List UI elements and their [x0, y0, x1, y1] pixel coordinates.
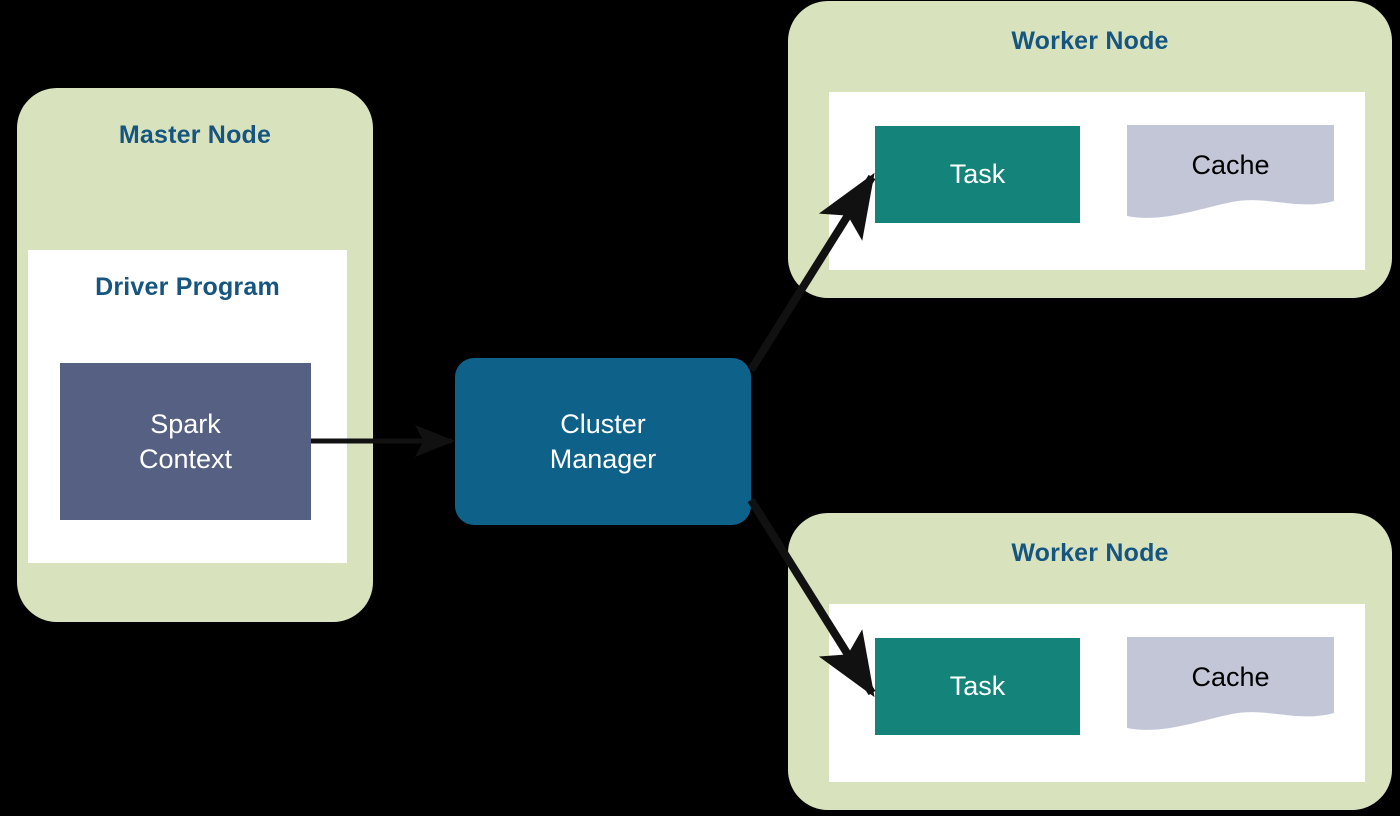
- cluster-manager-label: Cluster Manager: [550, 407, 657, 475]
- worker-node-2-cache-label: Cache: [1191, 662, 1270, 692]
- spark-context-label: Spark Context: [139, 407, 232, 475]
- worker-node-2-task-box[interactable]: Task: [875, 638, 1080, 735]
- worker-node-1-panel[interactable]: Task Cache: [829, 92, 1365, 270]
- worker-node-1-heading: Worker Node: [1011, 27, 1169, 55]
- cluster-manager-box[interactable]: Cluster Manager: [455, 358, 751, 525]
- worker-node-1-task-box[interactable]: Task: [875, 126, 1080, 223]
- worker-node-2-heading: Worker Node: [1011, 539, 1169, 567]
- cache-document-icon: [1127, 125, 1334, 218]
- driver-program-heading: Driver Program: [95, 273, 280, 301]
- worker-node-2-task-label: Task: [949, 671, 1006, 702]
- master-node-heading: Master Node: [118, 121, 272, 149]
- cluster-manager-label-line1: Cluster: [560, 409, 646, 440]
- worker-node-1-task-label: Task: [949, 159, 1006, 190]
- cluster-manager-label-line2: Manager: [549, 443, 657, 474]
- spark-context-label-line1: Spark: [150, 409, 221, 440]
- cache-document-icon: [1127, 637, 1334, 730]
- worker-node-2-cache-shape[interactable]: Cache: [1127, 637, 1334, 733]
- master-node-container[interactable]: Master Node Driver Program Spark Context: [17, 88, 373, 622]
- spark-context-box[interactable]: Spark Context: [60, 363, 311, 520]
- worker-node-2-container[interactable]: Worker Node Task Cache: [788, 513, 1392, 810]
- driver-program-panel[interactable]: Driver Program Spark Context: [28, 250, 347, 563]
- spark-context-label-line2: Context: [138, 443, 233, 474]
- worker-node-1-cache-shape[interactable]: Cache: [1127, 125, 1334, 221]
- worker-node-2-panel[interactable]: Task Cache: [829, 604, 1365, 782]
- worker-node-1-container[interactable]: Worker Node Task Cache: [788, 1, 1392, 298]
- worker-node-1-cache-label: Cache: [1191, 150, 1270, 180]
